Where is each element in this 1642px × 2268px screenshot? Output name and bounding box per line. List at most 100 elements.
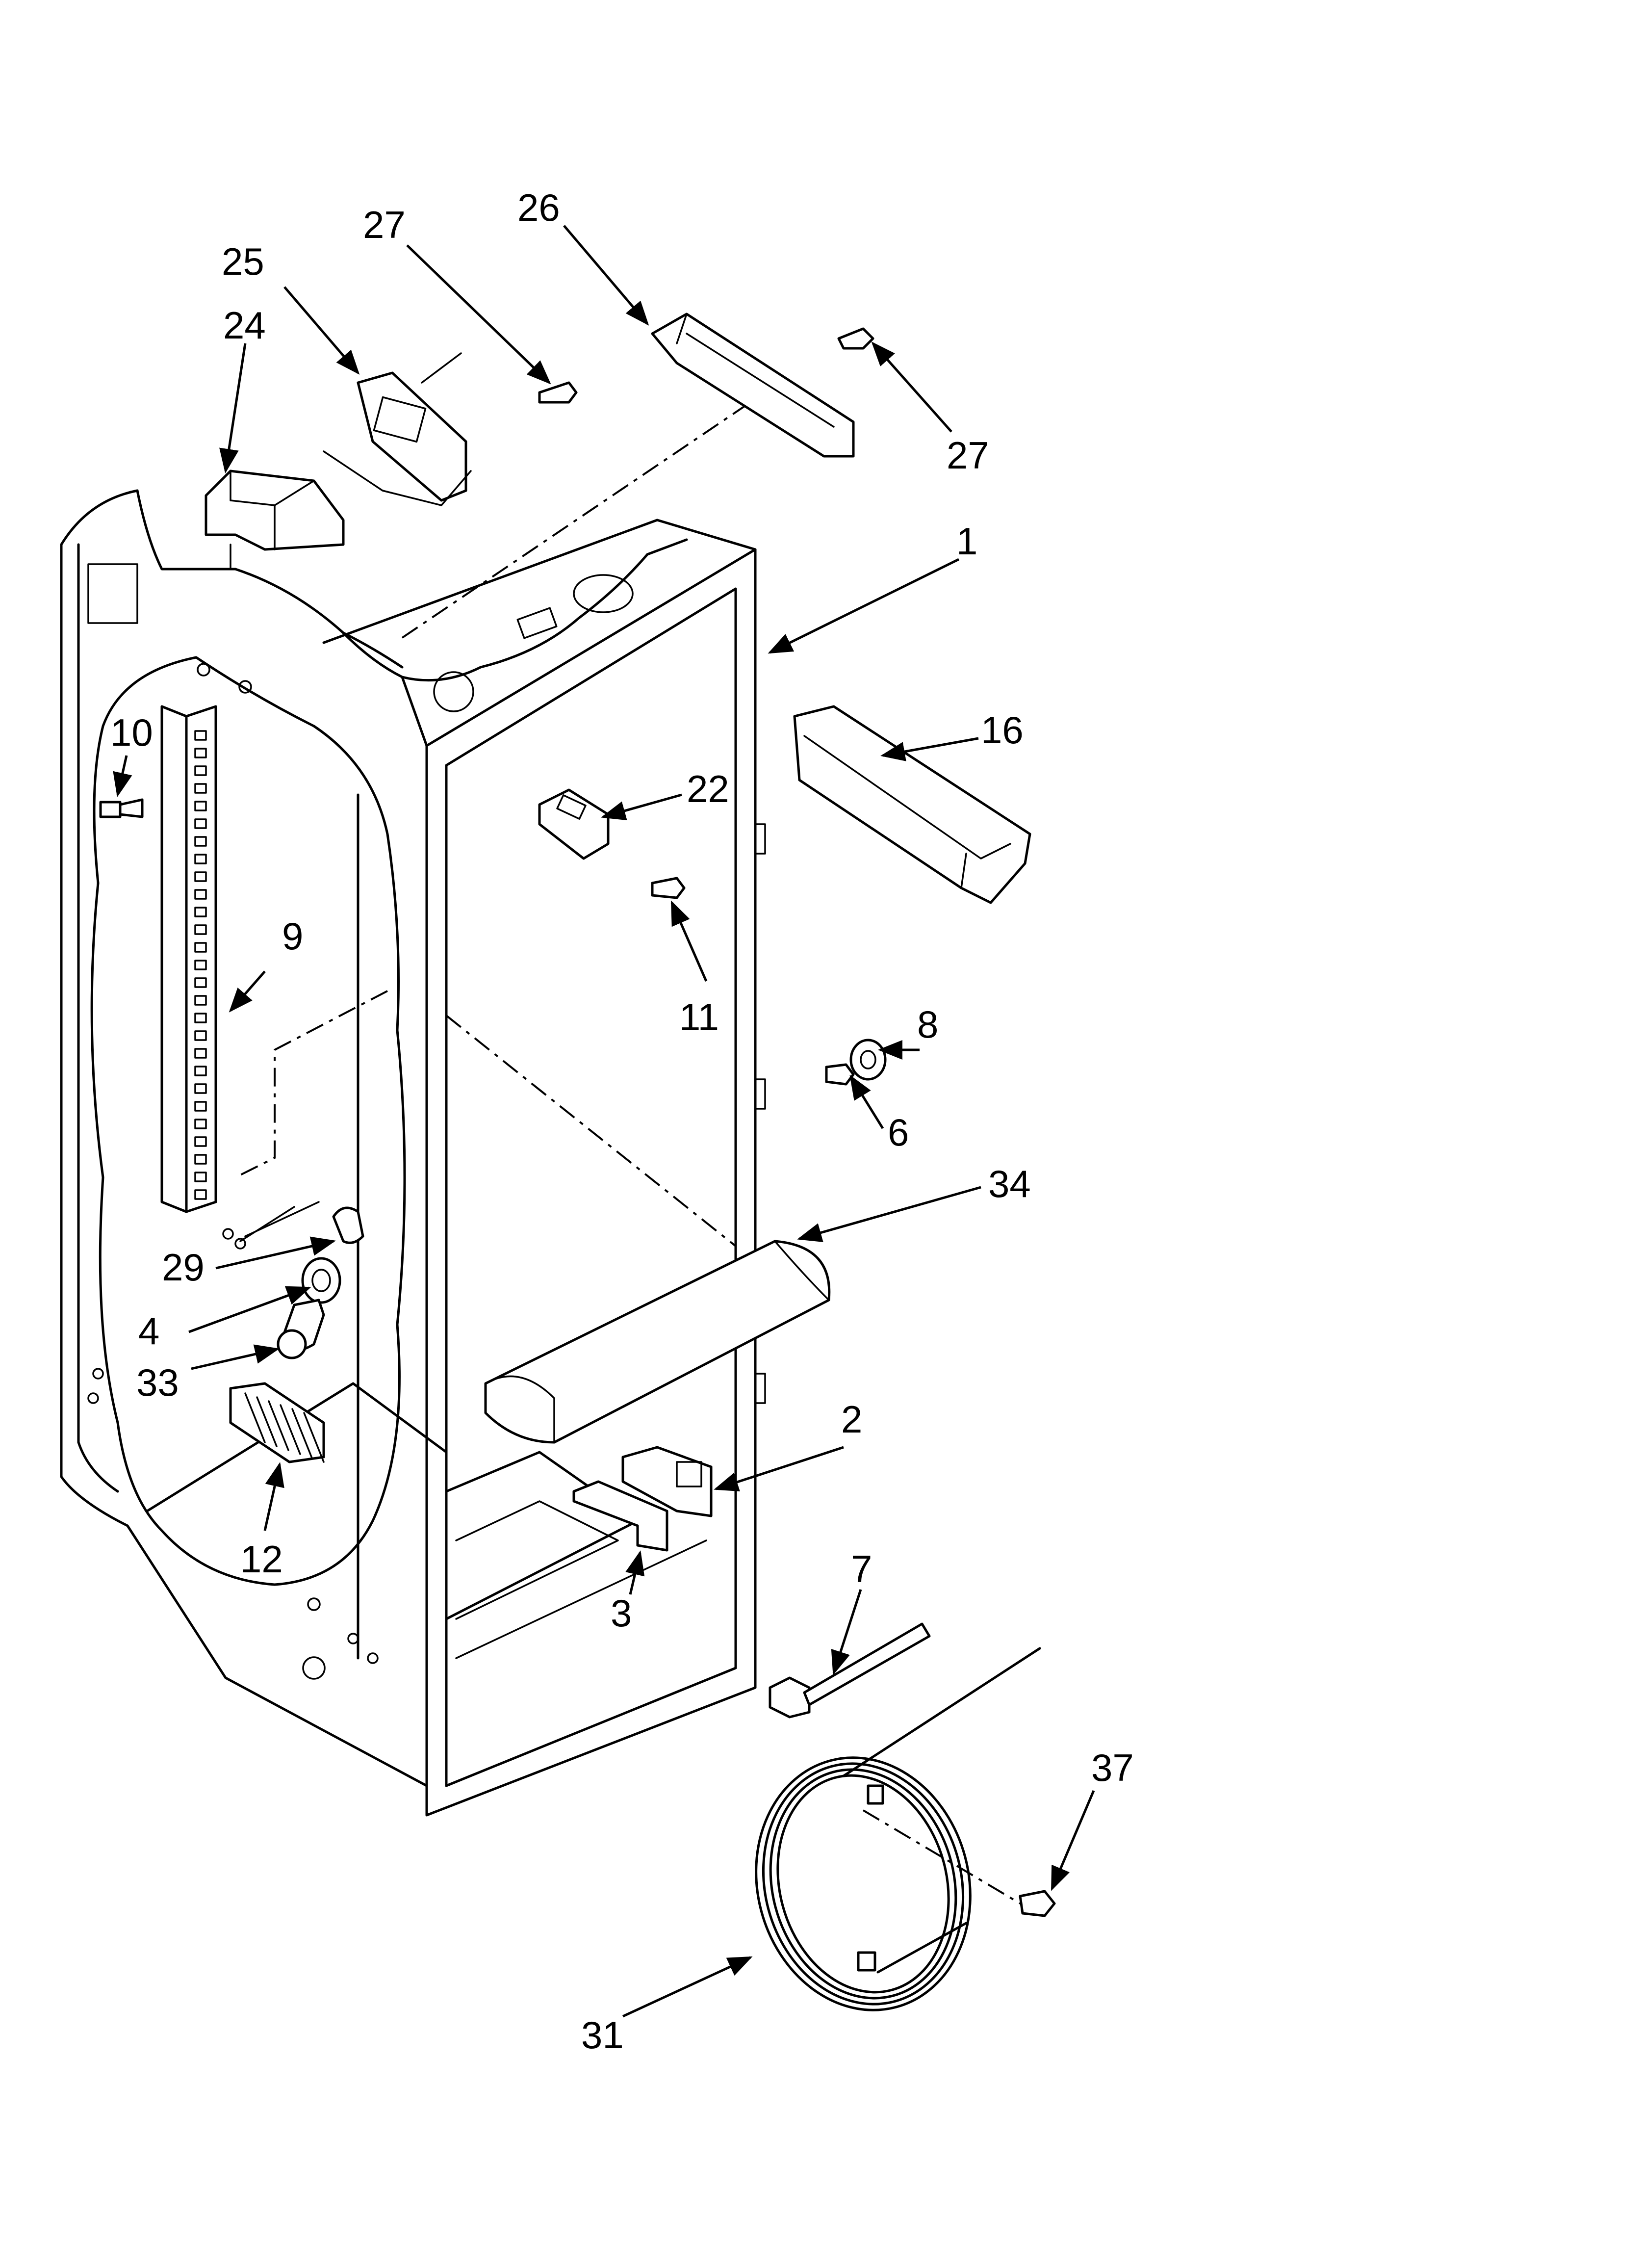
leader-4 xyxy=(188,1286,311,1333)
rail-slot xyxy=(194,730,207,741)
leader-11 xyxy=(670,900,708,982)
callout-26: 26 xyxy=(517,186,560,229)
rail-slot xyxy=(194,907,207,917)
rail-slot xyxy=(194,818,207,829)
rail-slot xyxy=(194,783,207,794)
rail-slot xyxy=(194,960,207,970)
part-27-screw-right xyxy=(837,327,874,350)
rail-slot xyxy=(194,1136,207,1147)
callout-29: 29 xyxy=(162,1246,205,1289)
rail-slot xyxy=(194,977,207,988)
leader-10 xyxy=(113,755,132,797)
callout-3: 3 xyxy=(611,1591,632,1635)
part-22-bracket xyxy=(538,788,610,860)
callout-27-right: 27 xyxy=(947,434,989,477)
part-6-screw xyxy=(825,1063,855,1086)
callout-2: 2 xyxy=(841,1398,862,1441)
rail-slot xyxy=(194,1066,207,1076)
callout-25: 25 xyxy=(222,240,264,283)
rail-slot xyxy=(194,1048,207,1059)
callout-31: 31 xyxy=(581,2013,624,2057)
callout-10: 10 xyxy=(110,711,153,754)
part-33-knob-cap xyxy=(277,1299,325,1359)
leader-25 xyxy=(283,286,360,375)
part-16-duct xyxy=(793,705,1031,904)
grille-bar xyxy=(291,1408,313,1459)
callout-16: 16 xyxy=(981,708,1024,752)
leader-37 xyxy=(1051,1790,1095,1891)
leader-3 xyxy=(625,1550,645,1595)
callout-1: 1 xyxy=(956,520,977,563)
callout-37: 37 xyxy=(1091,1746,1134,1789)
leader-1 xyxy=(768,558,960,654)
leader-9 xyxy=(229,970,266,1013)
grille-bar xyxy=(244,1392,266,1443)
leader-12 xyxy=(263,1462,284,1531)
leader-31 xyxy=(622,1956,753,2018)
rail-slot xyxy=(194,942,207,953)
part-11-screw xyxy=(651,877,686,899)
callout-27-upper: 27 xyxy=(363,203,406,246)
leader-29 xyxy=(215,1236,336,1270)
rail-slot xyxy=(194,889,207,900)
grille-bar xyxy=(280,1404,301,1455)
cabinet-liner xyxy=(60,401,766,1817)
rail-slot xyxy=(194,854,207,864)
rail-slot xyxy=(194,924,207,935)
callout-7: 7 xyxy=(851,1547,872,1590)
rail-slot xyxy=(194,1083,207,1094)
rail-slot xyxy=(194,1154,207,1165)
callout-22: 22 xyxy=(687,767,729,810)
part-2-bracket xyxy=(621,1446,713,1517)
rail-slot xyxy=(194,1119,207,1129)
part-24-housing xyxy=(205,469,345,570)
callout-4: 4 xyxy=(138,1309,159,1353)
callout-labels: 1 2 3 4 6 7 8 9 10 11 12 16 22 24 25 26 … xyxy=(110,186,1134,2057)
grille-bar xyxy=(256,1396,278,1447)
rail-slot xyxy=(194,801,207,811)
leader-24 xyxy=(219,343,247,473)
part-4-knob xyxy=(301,1257,341,1304)
part-3-bracket xyxy=(572,1480,668,1552)
callout-34: 34 xyxy=(988,1162,1031,1205)
part-34-duct xyxy=(484,1240,831,1444)
rail-slot xyxy=(194,1101,207,1112)
callout-6: 6 xyxy=(888,1111,909,1154)
rail-slot xyxy=(194,871,207,882)
leader-2 xyxy=(714,1446,844,1492)
rail-slot xyxy=(194,1013,207,1023)
part-9-rail xyxy=(160,705,217,1213)
rail-slot xyxy=(194,995,207,1006)
part-8-washer xyxy=(849,1039,887,1081)
rail-slot xyxy=(194,748,207,758)
callout-8: 8 xyxy=(917,1003,938,1046)
leader-34 xyxy=(797,1186,981,1242)
part-29-clip xyxy=(222,1206,364,1250)
leader-26 xyxy=(563,225,649,326)
grille-bar xyxy=(303,1412,325,1463)
grille-bar xyxy=(268,1400,289,1451)
part-7-cable-tie xyxy=(769,1622,931,1719)
leader-27b xyxy=(871,341,952,433)
callout-11: 11 xyxy=(679,995,719,1039)
leader-6 xyxy=(849,1074,884,1129)
rail-slot xyxy=(194,1030,207,1041)
rail-slot xyxy=(194,765,207,776)
callout-33: 33 xyxy=(136,1361,179,1404)
rail-slot xyxy=(194,1189,207,1200)
leader-lines xyxy=(113,225,1095,2018)
callout-24: 24 xyxy=(223,304,266,347)
rail-slot xyxy=(194,1172,207,1182)
leader-16 xyxy=(880,737,979,761)
part-26-bracket xyxy=(651,313,855,458)
part-25-cover xyxy=(323,352,472,506)
callout-12: 12 xyxy=(240,1538,283,1581)
part-12-grille xyxy=(229,1382,325,1463)
rail-slot xyxy=(194,836,207,847)
part-37-screw xyxy=(1019,1890,1056,1917)
part-31-wire-harness xyxy=(755,1647,1041,2011)
callout-9: 9 xyxy=(282,914,303,958)
part-10-screw xyxy=(99,798,144,818)
leader-33 xyxy=(191,1344,280,1370)
